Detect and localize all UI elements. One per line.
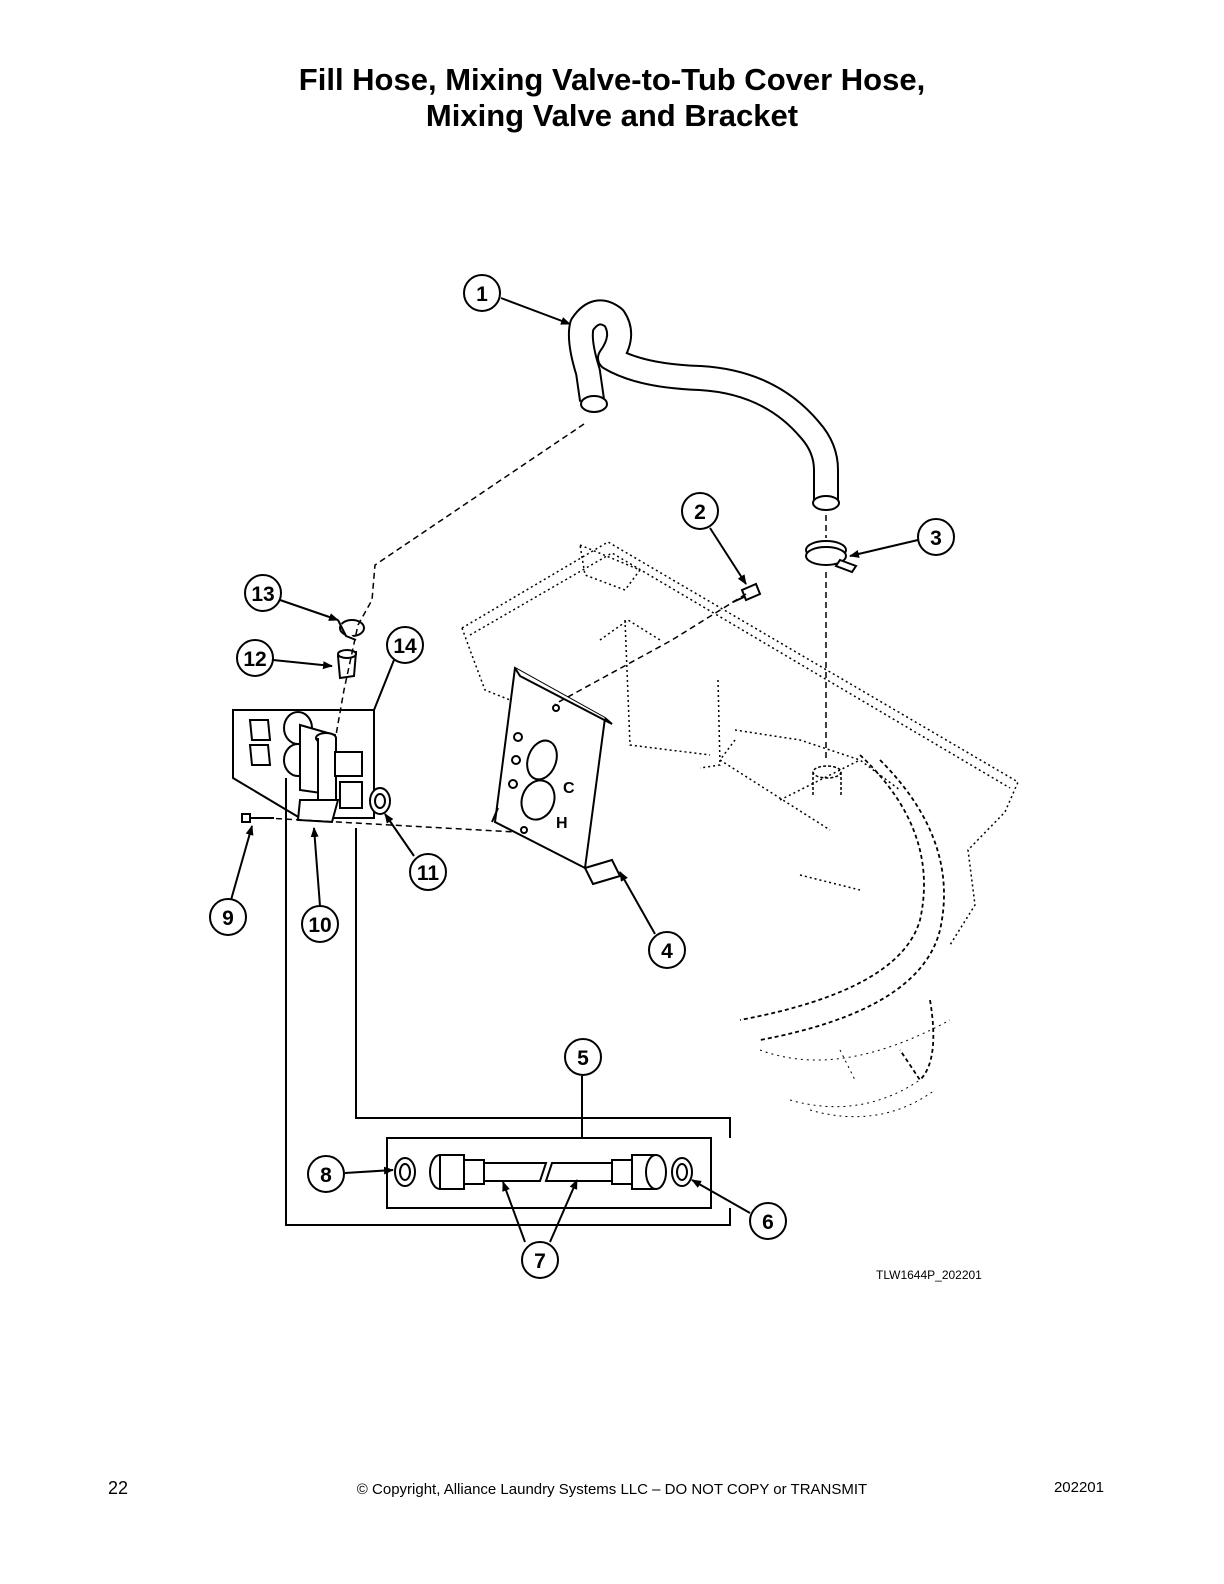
svg-text:3: 3: [930, 527, 942, 550]
title-line-2: Mixing Valve and Bracket: [425, 98, 799, 133]
inlet-hose: [429, 1154, 667, 1190]
copyright-notice: © Copyright, Alliance Laundry Systems LL…: [356, 1481, 868, 1498]
svg-text:4: 4: [661, 940, 673, 963]
callout-4: 4: [648, 931, 686, 969]
group-connectors: [285, 778, 731, 1226]
callout-13: 13: [244, 574, 282, 612]
svg-text:13: 13: [251, 583, 274, 606]
callout-3: 3: [917, 518, 955, 556]
inlet-hose-group: [386, 1137, 712, 1209]
document-code: 202201: [1053, 1479, 1104, 1496]
callout-5: 5: [564, 1038, 602, 1076]
hose-clamp-13: [337, 619, 365, 641]
svg-text:2: 2: [694, 501, 706, 524]
mixing-valve: [248, 711, 363, 824]
svg-text:14: 14: [393, 635, 417, 658]
svg-text:10: 10: [308, 914, 331, 937]
title-line-1: Fill Hose, Mixing Valve-to-Tub Cover Hos…: [298, 62, 926, 97]
page-title: Fill Hose, Mixing Valve-to-Tub Cover Hos…: [0, 62, 1224, 134]
callout-12: 12: [236, 639, 274, 677]
strainer-washer-6: [671, 1157, 693, 1187]
svg-text:7: 7: [534, 1250, 546, 1273]
page-number: 22: [108, 1478, 129, 1498]
fill-hose: [567, 299, 840, 511]
strainer-washer-11: [369, 787, 391, 815]
callout-8: 8: [307, 1155, 345, 1193]
assembly-lines: [265, 423, 827, 833]
figure-code: TLW1644P_202201: [876, 1268, 982, 1282]
bracket-mark-cold: C: [563, 780, 575, 797]
svg-text:11: 11: [417, 862, 440, 885]
callout-9: 9: [209, 898, 247, 936]
svg-text:8: 8: [320, 1164, 332, 1187]
callout-2: 2: [681, 492, 719, 530]
svg-text:1: 1: [476, 283, 488, 306]
leader-lines: [230, 297, 919, 1243]
tub-cover-phantom: [461, 541, 1019, 946]
tub-cover-inlet: [812, 765, 842, 795]
svg-text:9: 9: [222, 907, 234, 930]
tub-lower-phantom: [759, 1019, 951, 1118]
bracket-mark-hot: H: [556, 815, 568, 832]
svg-text:6: 6: [762, 1211, 774, 1234]
mixing-valve-group: [232, 709, 375, 824]
callout-7: 7: [521, 1241, 559, 1279]
svg-text:5: 5: [577, 1047, 589, 1070]
svg-text:12: 12: [243, 648, 266, 671]
callout-10: 10: [301, 905, 339, 943]
callout-1: 1: [463, 274, 501, 312]
hose-clamp: [805, 540, 858, 574]
tub-rim-phantom: [739, 754, 945, 1082]
callout-14: 14: [386, 626, 424, 664]
callout-11: 11: [409, 853, 447, 891]
valve-mounting-bracket: C H: [491, 666, 622, 886]
washer-8: [394, 1157, 416, 1187]
callout-6: 6: [749, 1202, 787, 1240]
